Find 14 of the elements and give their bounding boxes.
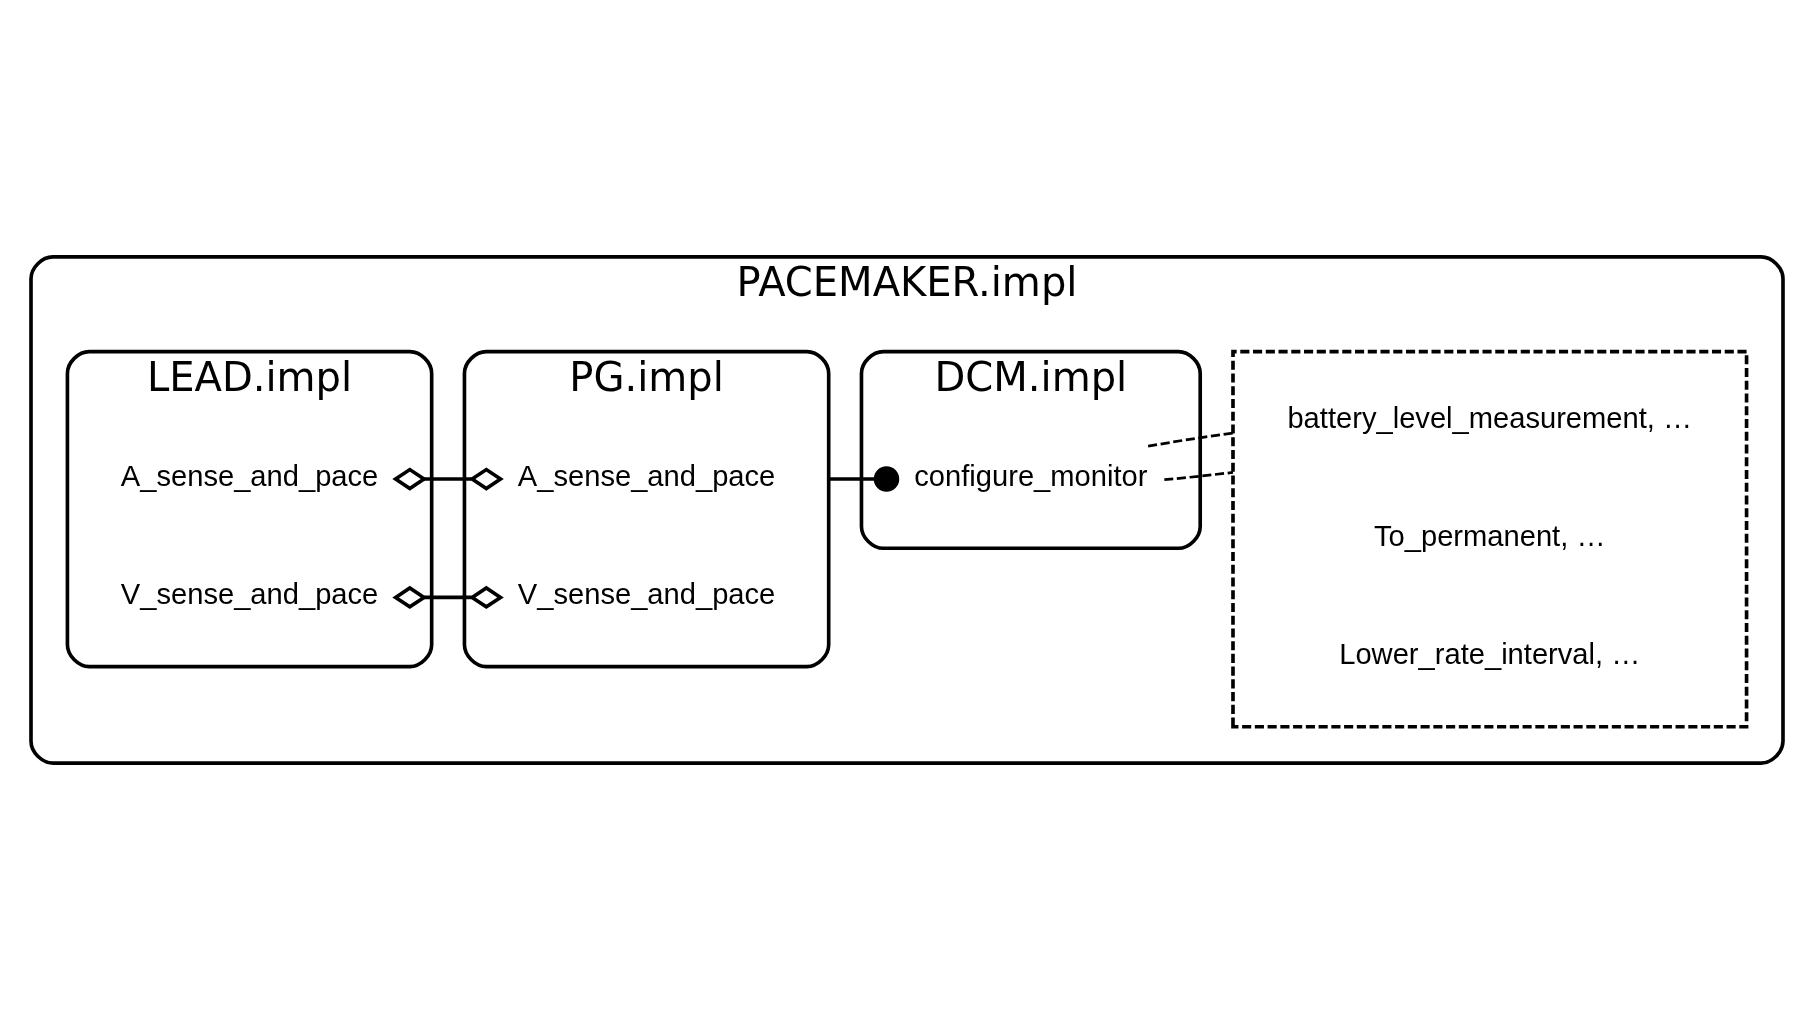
cluster bbox=[1231, 349, 1749, 729]
node-text: A_sense_and_pace bbox=[120, 459, 379, 492]
connector bbox=[828, 465, 900, 492]
node-text: V_sense_and_pace bbox=[517, 577, 776, 610]
node-text: V_sense_and_pace bbox=[120, 577, 379, 610]
connector bbox=[1164, 470, 1234, 481]
node-text: A_sense_and_pace bbox=[517, 459, 776, 492]
connector bbox=[392, 585, 504, 609]
node-text: Lower_rate_interval, … bbox=[1339, 637, 1641, 670]
node-text: battery_level_measurement, … bbox=[1287, 401, 1693, 434]
connector bbox=[1147, 431, 1234, 447]
connector bbox=[392, 466, 504, 491]
node-text: configure_monitor bbox=[914, 459, 1148, 492]
node-text: To_permanent, … bbox=[1374, 519, 1606, 552]
